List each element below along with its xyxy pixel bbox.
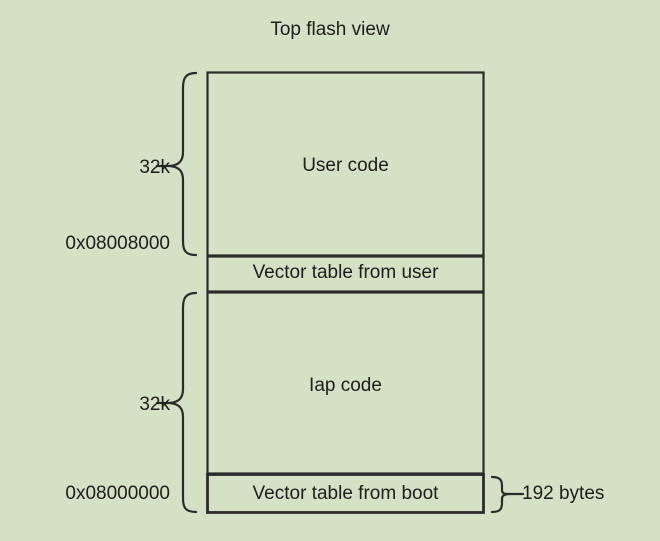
brace-vector-table-bytes xyxy=(490,475,513,514)
address-label-0x08008000: 0x08008000 xyxy=(65,233,170,254)
brace-upper-32k xyxy=(168,71,198,257)
iap-code-label: Iap code xyxy=(309,375,382,396)
lower-size-label: 32k xyxy=(139,394,170,415)
address-label-0x08000000: 0x08000000 xyxy=(65,483,170,504)
user-code-label: User code xyxy=(302,155,389,176)
diagram-title: Top flash view xyxy=(270,19,390,40)
vector-table-boot-region-rect xyxy=(206,473,485,514)
vector-table-user-label: Vector table from user xyxy=(252,262,439,283)
vector-table-boot-label: Vector table from boot xyxy=(252,483,439,504)
upper-size-label: 32k xyxy=(139,157,170,178)
brace-lower-32k xyxy=(168,291,198,514)
vector-table-size-label: 192 bytes xyxy=(522,483,605,504)
